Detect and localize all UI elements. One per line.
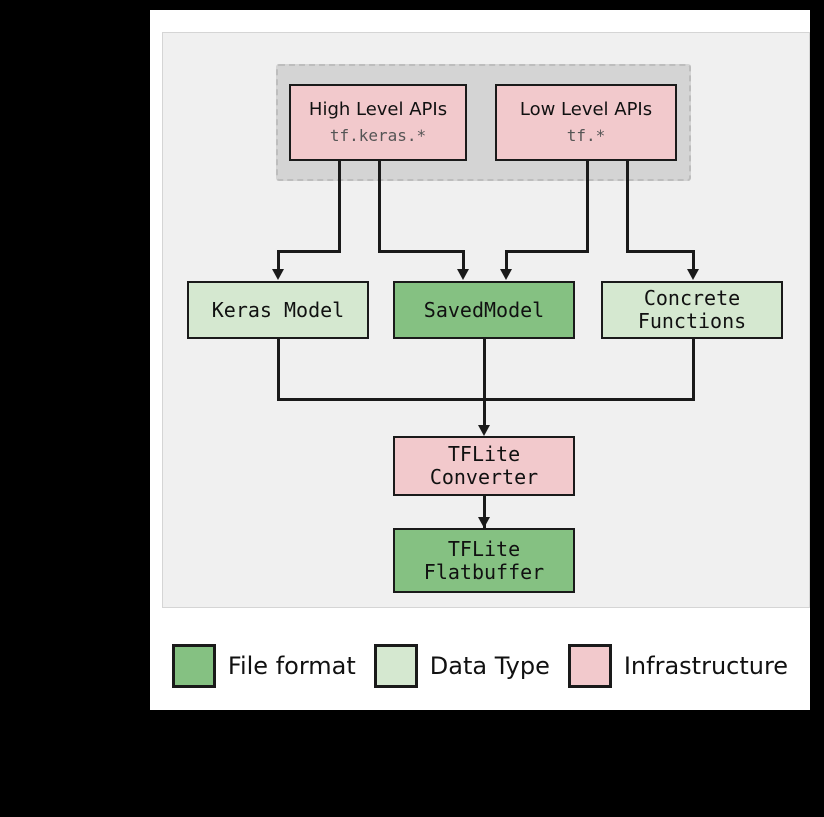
node-high-level-apis[interactable]: High Level APIs tf.keras.* (289, 84, 467, 161)
legend-item-file-format: File format (171, 644, 356, 688)
edge-hl-to-keras-seg1 (338, 161, 341, 250)
diagram-card: High Level APIs tf.keras.* Low Level API… (150, 10, 810, 710)
legend-swatch-file-format (171, 644, 216, 688)
edge-hl-to-savedmodel-seg3 (462, 250, 465, 274)
arrow-into-tflite-flatbuffer (478, 517, 490, 528)
node-savedmodel-label: SavedModel (423, 297, 545, 322)
edge-converter-to-output (483, 496, 486, 528)
edge-hl-to-keras-final (277, 250, 280, 274)
edge-ll-to-concrete-seg1 (626, 161, 629, 250)
node-savedmodel[interactable]: SavedModel (393, 281, 575, 339)
legend-label-infrastructure: Infrastructure (623, 652, 789, 680)
node-tflite-converter-label-2: Converter (429, 465, 539, 489)
node-tflite-converter[interactable]: TFLite Converter (393, 436, 575, 496)
legend-label-data-type: Data Type (429, 652, 550, 680)
legend: File format Data Type Infrastructure (150, 622, 810, 710)
legend-item-infrastructure: Infrastructure (567, 644, 789, 688)
legend-swatch-data-type (373, 644, 418, 688)
node-tflite-flatbuffer-label-1: TFLite (447, 536, 521, 561)
node-high-level-apis-subtitle: tf.keras.* (329, 125, 427, 145)
edge-merge-bar (277, 398, 695, 401)
edge-ll-to-savedmodel-seg3 (505, 250, 508, 274)
node-tflite-flatbuffer-label-2: Flatbuffer (423, 559, 545, 584)
edge-ll-to-savedmodel-seg2 (505, 250, 589, 253)
node-low-level-apis[interactable]: Low Level APIs tf.* (495, 84, 677, 161)
diagram-panel: High Level APIs tf.keras.* Low Level API… (162, 32, 810, 608)
node-tflite-flatbuffer[interactable]: TFLite Flatbuffer (393, 528, 575, 593)
node-low-level-apis-title: Low Level APIs (519, 98, 653, 120)
node-tflite-converter-label-1: TFLite (447, 442, 521, 466)
arrow-into-savedmodel-left (457, 269, 469, 280)
edge-hl-to-savedmodel-seg1 (378, 161, 381, 250)
edge-hl-to-keras-seg2 (277, 250, 341, 253)
node-concrete-functions-label-1: Concrete (643, 286, 741, 310)
edge-hl-to-savedmodel-seg2 (378, 250, 464, 253)
node-concrete-functions[interactable]: Concrete Functions (601, 281, 783, 339)
node-keras-model[interactable]: Keras Model (187, 281, 369, 339)
edge-savedmodel-to-converter (483, 339, 486, 430)
legend-label-file-format: File format (227, 652, 356, 680)
edge-ll-to-concrete-seg3 (692, 250, 695, 274)
node-concrete-functions-label-2: Functions (637, 309, 747, 333)
edge-ll-to-savedmodel-seg1 (586, 161, 589, 250)
edge-keras-to-merge (277, 339, 280, 398)
arrow-into-savedmodel-right (500, 269, 512, 280)
arrow-into-concrete-functions (687, 269, 699, 280)
edge-ll-to-concrete-seg2 (626, 250, 694, 253)
edge-concrete-to-merge (692, 339, 695, 398)
node-keras-model-label: Keras Model (211, 297, 345, 322)
node-high-level-apis-title: High Level APIs (308, 98, 448, 120)
legend-item-data-type: Data Type (373, 644, 550, 688)
arrow-into-keras-model (272, 269, 284, 280)
node-low-level-apis-subtitle: tf.* (566, 125, 606, 145)
legend-swatch-infrastructure (567, 644, 612, 688)
arrow-into-tflite-converter (478, 425, 490, 436)
